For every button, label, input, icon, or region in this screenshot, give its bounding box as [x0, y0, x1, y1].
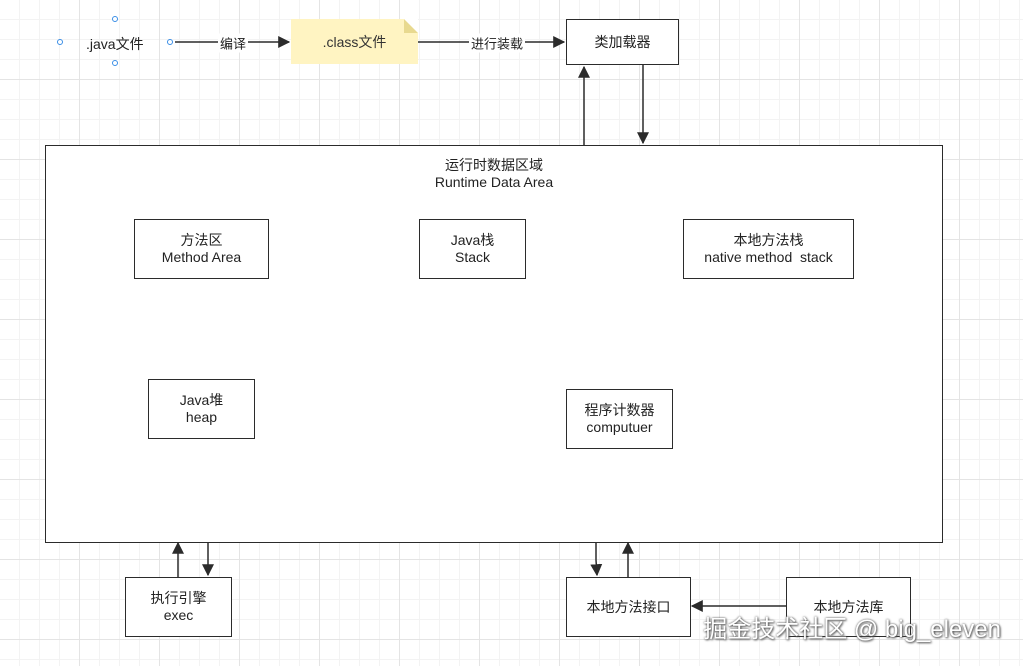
- native-library-node[interactable]: 本地方法库: [786, 577, 911, 637]
- native-stack-en: native method stack: [704, 249, 833, 265]
- class-file-node[interactable]: .class文件: [291, 19, 418, 64]
- runtime-data-area[interactable]: [45, 145, 943, 543]
- selection-handle-left[interactable]: [57, 39, 63, 45]
- edge-runtime-to-interface[interactable]: [590, 542, 603, 577]
- method-area-en: Method Area: [161, 249, 242, 265]
- program-counter-cn: 程序计数器: [584, 402, 655, 418]
- selection-handle-right[interactable]: [167, 39, 173, 45]
- native-interface-node[interactable]: 本地方法接口: [566, 577, 691, 637]
- selection-handle-bottom[interactable]: [112, 60, 118, 66]
- native-library-label: 本地方法库: [813, 598, 884, 615]
- native-interface-label: 本地方法接口: [586, 598, 671, 615]
- java-file-node[interactable]: .java文件: [86, 36, 144, 52]
- java-stack-node[interactable]: Java栈 Stack: [419, 219, 526, 279]
- runtime-title-cn: 运行时数据区域: [445, 157, 543, 173]
- java-heap-cn: Java堆: [179, 392, 224, 408]
- edge-label-compile: 编译: [217, 33, 249, 53]
- java-heap-en: heap: [185, 409, 218, 425]
- java-stack-cn: Java栈: [450, 232, 495, 248]
- program-counter-en: computuer: [586, 419, 653, 435]
- method-area-cn: 方法区: [180, 232, 223, 248]
- native-method-stack-node[interactable]: 本地方法栈 native method stack: [683, 219, 854, 279]
- java-stack-en: Stack: [454, 249, 490, 265]
- execution-engine-node[interactable]: 执行引擎 exec: [125, 577, 232, 637]
- java-heap-node[interactable]: Java堆 heap: [148, 379, 255, 439]
- runtime-title-en: Runtime Data Area: [434, 174, 554, 190]
- watermark: 掘金技术社区 @ big_eleven: [703, 616, 1001, 643]
- execution-engine-en: exec: [163, 607, 194, 623]
- execution-engine-cn: 执行引擎: [150, 590, 207, 606]
- program-counter-node[interactable]: 程序计数器 computuer: [566, 389, 673, 449]
- class-loader-node[interactable]: 类加载器: [566, 19, 679, 65]
- edge-label-load: 进行装载: [468, 33, 526, 53]
- class-loader-label: 类加载器: [594, 33, 651, 50]
- runtime-data-area-title: 运行时数据区域 Runtime Data Area: [45, 157, 943, 191]
- selection-handle-top[interactable]: [112, 16, 118, 22]
- method-area-node[interactable]: 方法区 Method Area: [134, 219, 269, 279]
- native-stack-cn: 本地方法栈: [733, 232, 804, 248]
- class-file-label: .class文件: [322, 33, 387, 50]
